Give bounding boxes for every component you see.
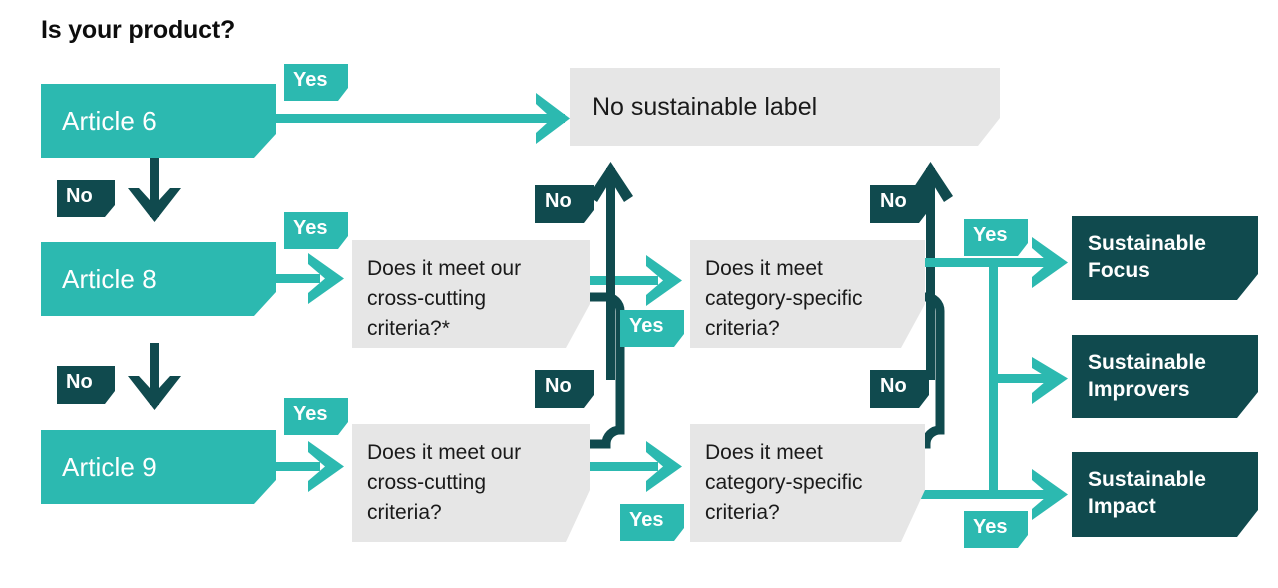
edge-yes-category9-to-impact [912,383,1068,520]
badge-no-category-8-shape [870,185,929,223]
edge-article8-to-article9 [128,343,181,410]
badge-no-article-6-shape [57,180,115,217]
badge-yes-article-6-shape [284,64,348,101]
edge-branch-to-improvers [993,357,1068,404]
node-sustainable-focus[interactable] [1072,216,1258,300]
edge-no-crosscutting-arrowhead [588,162,633,380]
edge-article9-to-crosscutting9 [255,441,344,492]
edge-no-crosscutting-to-no-label [590,292,625,449]
badge-yes-category-8-shape [964,219,1028,256]
edge-crosscutting8-to-category8 [588,255,682,306]
edge-article6-to-no-label [255,93,570,144]
badge-no-crosscutting-8-shape [535,185,594,223]
badge-no-article-8-shape [57,366,115,404]
node-article-6[interactable] [41,84,276,158]
edge-crosscutting9-to-category9 [588,441,682,492]
badge-yes-crosscutting-9-shape [620,504,684,541]
badge-yes-crosscutting-8-shape [620,310,684,347]
node-sustainable-impact[interactable] [1072,452,1258,537]
node-cross-cutting-article-8[interactable] [352,240,590,348]
node-article-9[interactable] [41,430,276,504]
node-article-8[interactable] [41,242,276,316]
edge-article8-to-crosscutting8 [255,253,344,304]
edge-article6-to-article8 [128,155,181,222]
badge-yes-article-9-shape [284,398,348,435]
node-category-specific-article-8[interactable] [690,240,925,348]
badge-yes-article-8-shape [284,212,348,249]
page-title: Is your product? [41,16,236,44]
badge-no-category-9-shape [870,370,929,408]
node-category-specific-article-9[interactable] [690,424,925,542]
badge-yes-category-9-shape [964,511,1028,548]
badge-no-crosscutting-9-shape [535,370,594,408]
edge-yes-category8-to-outcomes [912,237,1068,383]
node-no-sustainable-label[interactable] [570,68,1000,146]
node-cross-cutting-article-9[interactable] [352,424,590,542]
node-sustainable-improvers[interactable] [1072,335,1258,418]
